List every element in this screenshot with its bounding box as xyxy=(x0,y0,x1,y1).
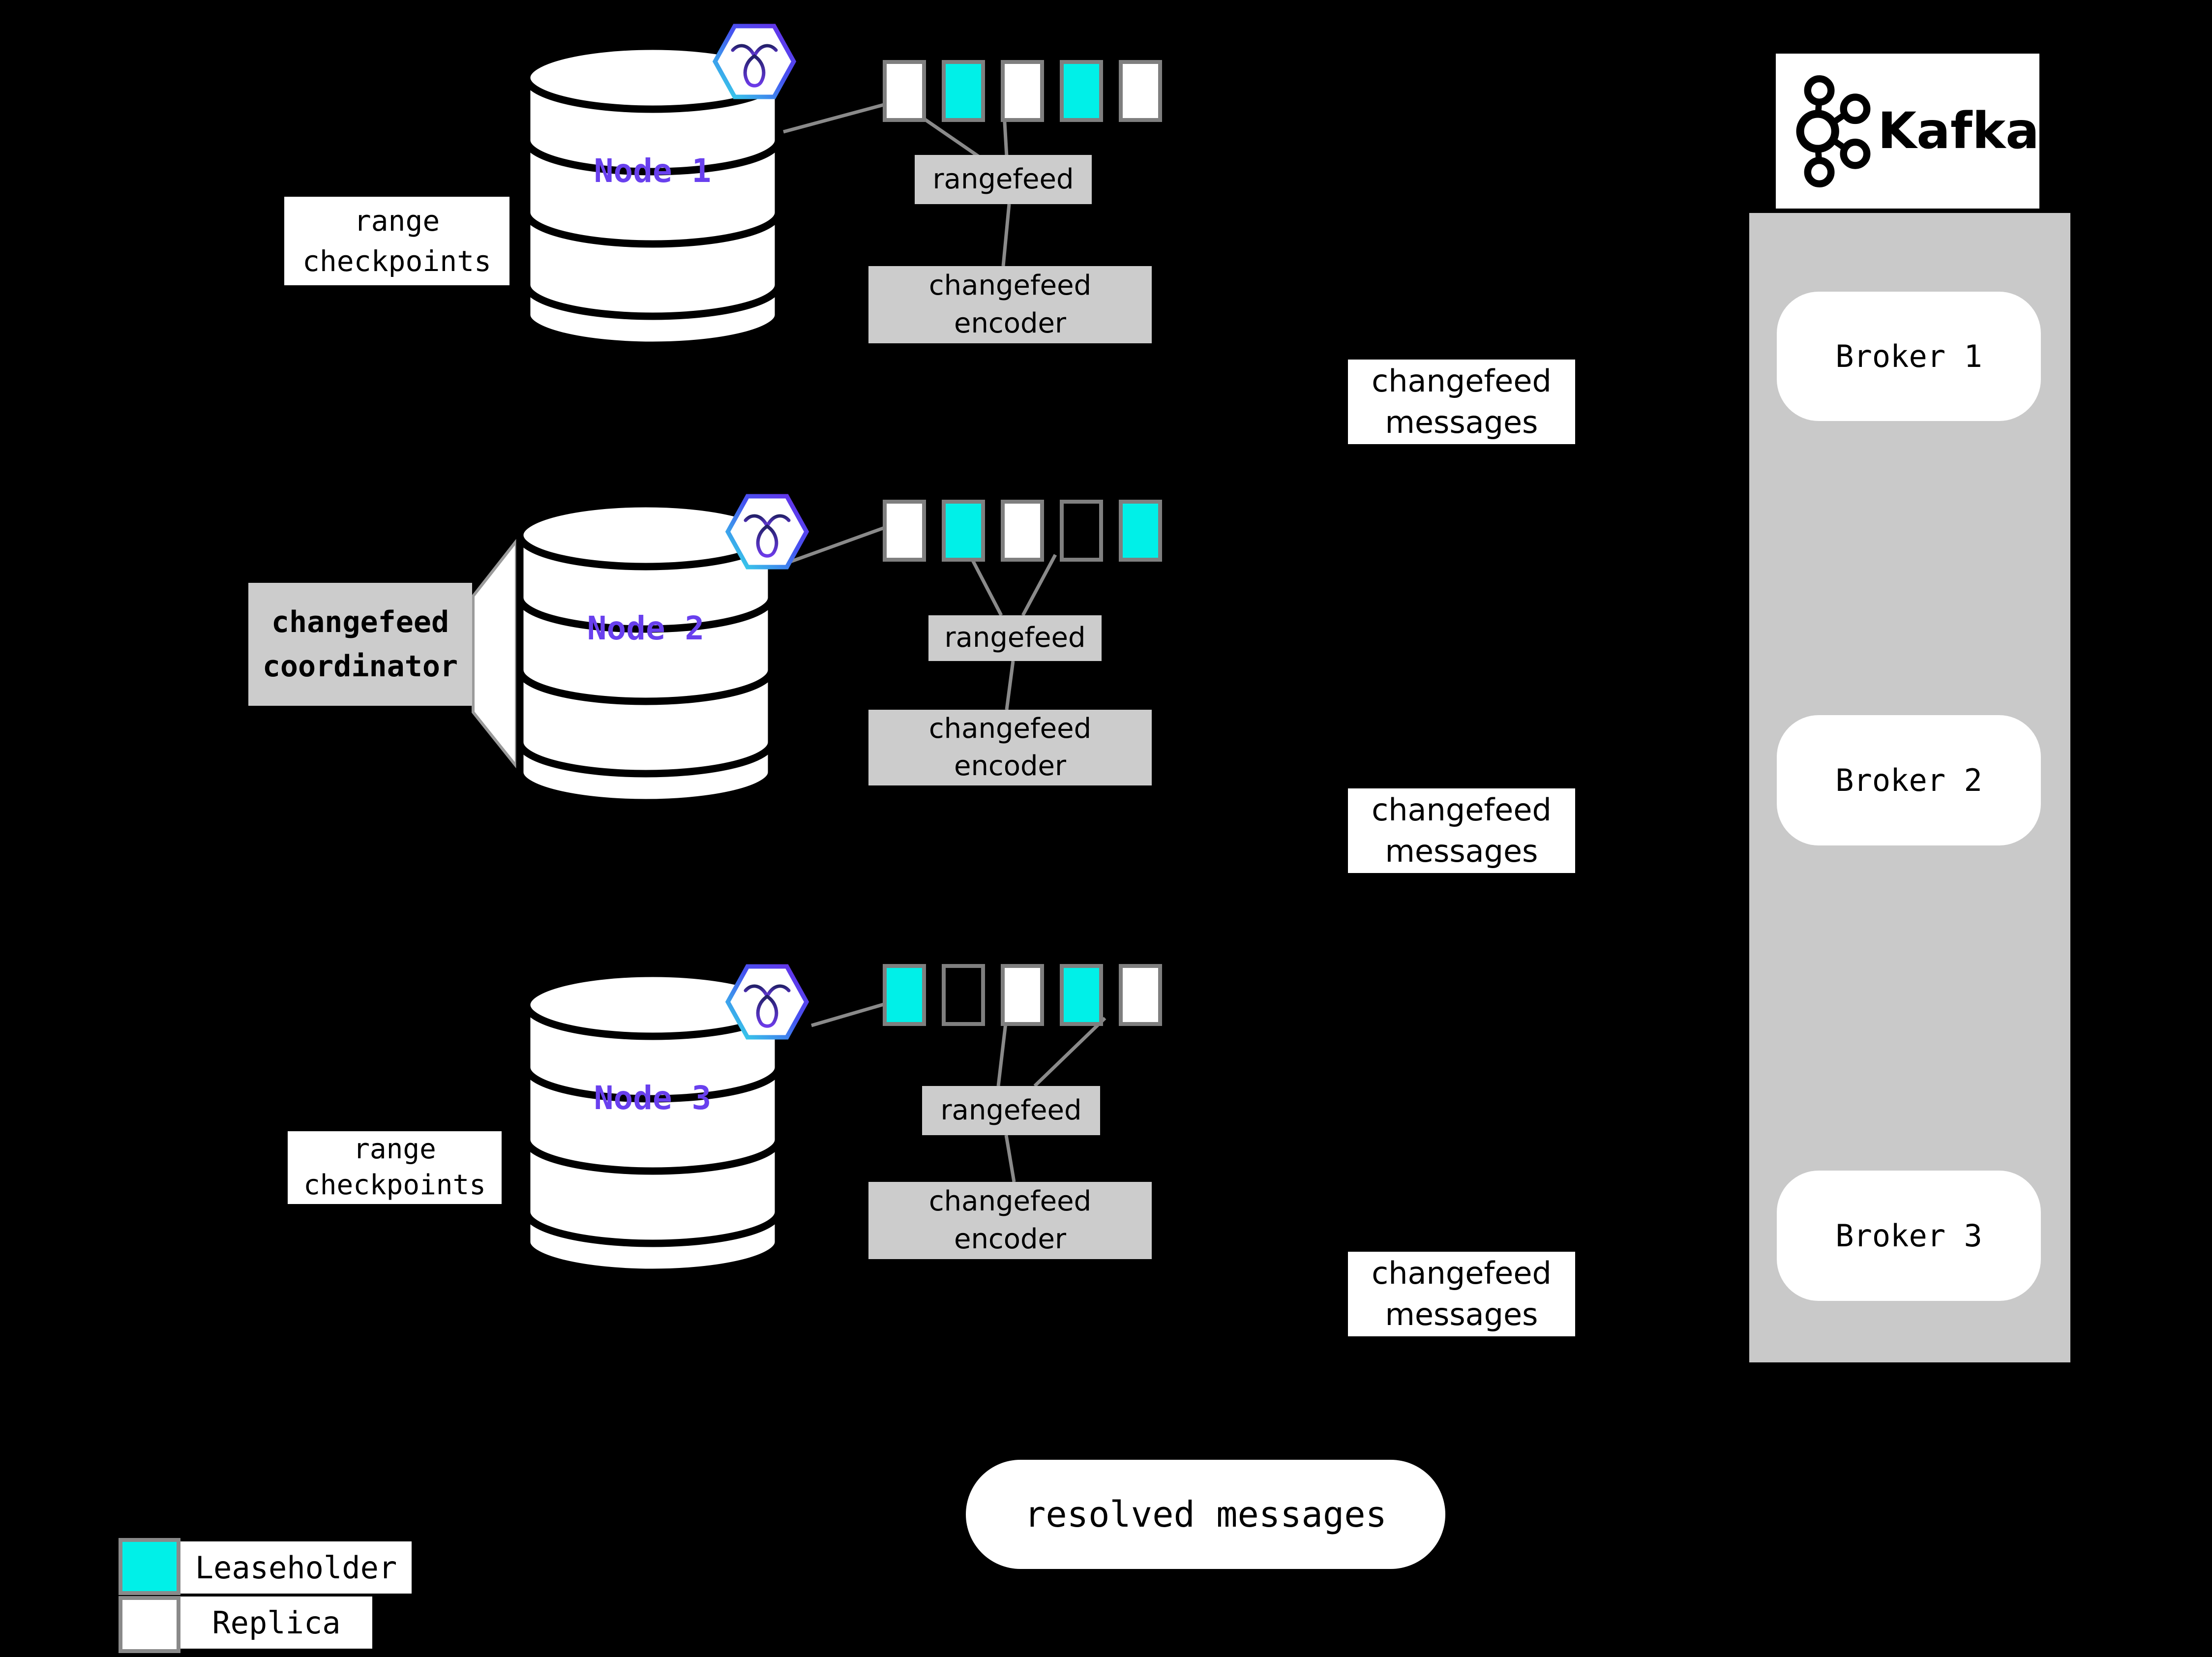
range-slot-empty xyxy=(942,964,985,1026)
kafka-broker-2: Broker 2 xyxy=(1777,715,2041,845)
resolved-messages-pill: resolved messages xyxy=(966,1460,1445,1569)
range-replica xyxy=(1001,500,1044,562)
range-replica xyxy=(1119,60,1162,122)
rangefeed-box-node3: rangefeed xyxy=(922,1086,1100,1135)
changefeed-coordinator-label: changefeed coordinator xyxy=(248,583,472,706)
range-checkpoints-label-top: range checkpoints xyxy=(284,197,509,285)
range-replica xyxy=(1001,964,1044,1026)
legend-label-replica: Replica xyxy=(180,1597,372,1649)
cockroachdb-icon-node1 xyxy=(712,24,797,99)
cockroachdb-icon-node3 xyxy=(725,964,809,1040)
kafka-icon xyxy=(1796,75,1871,187)
rangefeed-box-node2: rangefeed xyxy=(928,615,1102,661)
range-replica xyxy=(1119,964,1162,1026)
kafka-broker-1: Broker 1 xyxy=(1777,292,2041,421)
line-range2-to-rangefeed2 xyxy=(968,554,1003,616)
line-node1-to-range xyxy=(783,103,884,134)
legend-label-leaseholder: Leaseholder xyxy=(180,1541,412,1594)
encoder-box-node1: changefeed encoder xyxy=(868,266,1152,343)
line-range3-to-rangefeed3 xyxy=(996,1019,1008,1086)
line-range4-to-rangefeed2 xyxy=(1021,554,1057,616)
arrowhead-broker3 xyxy=(2068,1218,2091,1234)
kafka-logo-box: Kafka xyxy=(1776,54,2039,209)
legend-swatch-replica xyxy=(119,1596,180,1653)
line-range5-to-rangefeed3 xyxy=(1033,1017,1106,1087)
range-leaseholder xyxy=(1060,964,1103,1026)
node3-label: Node 3 xyxy=(594,1079,711,1117)
encoder-box-node3: changefeed encoder xyxy=(868,1182,1152,1259)
cockroachdb-icon-node2 xyxy=(725,494,809,570)
kafka-logo-text: Kafka xyxy=(1878,102,2039,160)
range-replica xyxy=(883,60,926,122)
node1-label: Node 1 xyxy=(594,152,711,190)
range-slot-empty xyxy=(1060,500,1103,562)
range-leaseholder xyxy=(942,60,985,122)
node1-range-row xyxy=(883,60,1162,122)
changefeed-messages-label-2: changefeed messages xyxy=(1348,788,1575,873)
encoder-box-node2: changefeed encoder xyxy=(868,710,1152,785)
node2-range-row xyxy=(883,500,1162,562)
line-rangefeed1-to-encoder1 xyxy=(1001,204,1011,267)
range-checkpoints-label-bottom: range checkpoints xyxy=(288,1131,502,1204)
node2-label: Node 2 xyxy=(587,609,704,647)
line-rangefeed3-to-encoder3 xyxy=(1004,1135,1016,1182)
changefeed-messages-label-3: changefeed messages xyxy=(1348,1252,1575,1336)
range-leaseholder xyxy=(1060,60,1103,122)
range-leaseholder xyxy=(942,500,985,562)
rangefeed-box-node1: rangefeed xyxy=(915,155,1092,204)
range-leaseholder xyxy=(1119,500,1162,562)
range-replica xyxy=(883,500,926,562)
node3-range-row xyxy=(883,964,1162,1026)
range-replica xyxy=(1001,60,1044,122)
changefeed-messages-label-1: changefeed messages xyxy=(1348,360,1575,444)
coordinator-flag-shape xyxy=(472,537,518,771)
legend-swatch-leaseholder xyxy=(119,1538,180,1595)
line-rangefeed2-to-encoder2 xyxy=(1005,661,1015,710)
range-leaseholder xyxy=(883,964,926,1026)
line-node3-to-range xyxy=(811,1002,884,1027)
kafka-broker-3: Broker 3 xyxy=(1777,1171,2041,1301)
node2-cylinder: Node 2 xyxy=(516,500,776,807)
